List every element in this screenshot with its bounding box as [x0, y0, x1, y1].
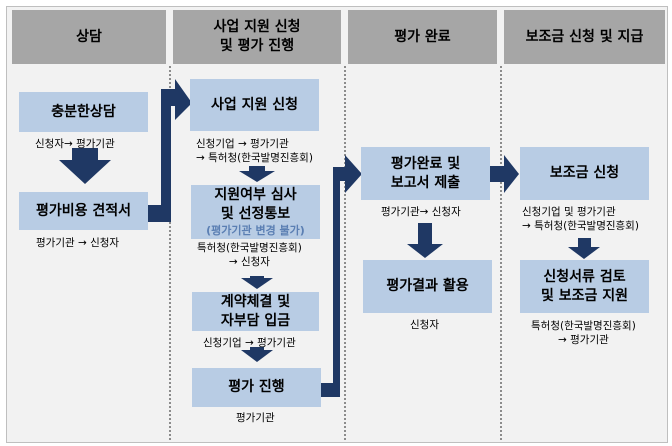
arrow-down-icon	[568, 238, 600, 259]
step-title: 지원여부 심사 및 선정통보	[214, 187, 297, 222]
arrow-down-icon	[59, 148, 111, 184]
step-estimate: 평가비용 견적서	[19, 192, 148, 230]
step-caption: 신청자→ 평가기관	[35, 137, 115, 151]
arrow-right-icon	[490, 155, 519, 193]
step-review: 지원여부 심사 및 선정통보 (평가기관 변경 불가)	[191, 185, 320, 239]
step-title: 사업 지원 신청	[210, 96, 299, 113]
step-subsidy-apply: 보조금 신청	[520, 147, 649, 200]
caption-line: 평가기관	[236, 412, 275, 424]
caption-line: 신청자→ 평가기관	[35, 138, 115, 150]
column-divider	[169, 66, 171, 440]
step-title: 보조금 신청	[549, 165, 620, 181]
caption-line: 특허청(한국발명진흥회)	[531, 320, 636, 332]
caption-line: 평가기관→ 신청자	[381, 206, 461, 218]
step-title: 충분한상담	[51, 103, 116, 120]
header-consultation: 상담	[12, 10, 166, 64]
step-title: 계약체결 및 자부담 입금	[220, 293, 291, 329]
step-title: 평가결과 활용	[386, 278, 469, 294]
caption-line: → 특허청(한국발명진흥회)	[196, 152, 313, 164]
caption-line: 신청기업 → 평가기관	[196, 138, 289, 150]
step-caption: 평가기관→ 신청자	[381, 205, 461, 219]
caption-line: → 특허청(한국발명진흥회)	[522, 220, 639, 232]
step-report: 평가완료 및 보고서 제출	[361, 147, 490, 200]
caption-line: 특허청(한국발명진흥회)	[197, 242, 302, 254]
header-label: 평가 완료	[394, 28, 451, 45]
column-divider	[344, 66, 346, 440]
header-evaluation-complete: 평가 완료	[348, 10, 497, 64]
connector-arrow-icon	[321, 155, 362, 397]
arrow-down-icon	[241, 276, 273, 289]
step-consultation: 충분한상담	[19, 92, 148, 132]
step-caption: 평가기관	[236, 411, 275, 425]
caption-line: → 신청자	[228, 256, 270, 268]
arrow-down-icon	[407, 223, 443, 258]
header-application: 사업 지원 신청 및 평가 진행	[173, 10, 341, 64]
step-caption: 특허청(한국발명진흥회) → 신청자	[197, 241, 302, 269]
step-caption: 신청기업 및 평가기관 → 특허청(한국발명진흥회)	[522, 205, 639, 233]
step-title: 신청서류 검토 및 보조금 지원	[540, 268, 629, 304]
caption-line: → 평가기관	[558, 334, 609, 346]
step-evaluation: 평가 진행	[192, 368, 321, 407]
step-caption: 신청자	[410, 318, 439, 332]
step-utilize: 평가결과 활용	[363, 260, 492, 313]
header-subsidy: 보조금 신청 및 지급	[504, 10, 665, 64]
step-title: 평가 진행	[228, 379, 285, 395]
header-label: 보조금 신청 및 지급	[525, 28, 644, 45]
header-label: 사업 지원 신청 및 평가 진행	[213, 19, 301, 54]
caption-line: 평가기관 → 신청자	[36, 237, 120, 249]
caption-line: 신청자	[410, 319, 439, 331]
step-title: 평가비용 견적서	[35, 202, 132, 219]
step-caption: 평가기관 → 신청자	[36, 236, 119, 250]
arrow-down-icon	[241, 347, 273, 362]
column-divider	[500, 66, 502, 440]
step-title: 평가완료 및 보고서 제출	[390, 155, 461, 191]
arrow-down-icon	[239, 166, 275, 182]
header-label: 상담	[76, 28, 102, 45]
caption-line: 신청기업 → 평가기관	[203, 337, 296, 349]
connector-arrow-icon	[148, 79, 192, 222]
step-note: (평가기관 변경 불가)	[206, 224, 305, 237]
step-caption: 신청기업 → 평가기관 → 특허청(한국발명진흥회)	[196, 137, 313, 165]
step-subsidy-review: 신청서류 검토 및 보조금 지원	[520, 260, 649, 313]
caption-line: 신청기업 및 평가기관	[522, 206, 616, 218]
step-caption: 신청기업 → 평가기관	[203, 336, 296, 350]
step-caption: 특허청(한국발명진흥회) → 평가기관	[531, 319, 636, 347]
step-contract: 계약체결 및 자부담 입금	[192, 292, 319, 331]
step-apply: 사업 지원 신청	[190, 79, 319, 131]
